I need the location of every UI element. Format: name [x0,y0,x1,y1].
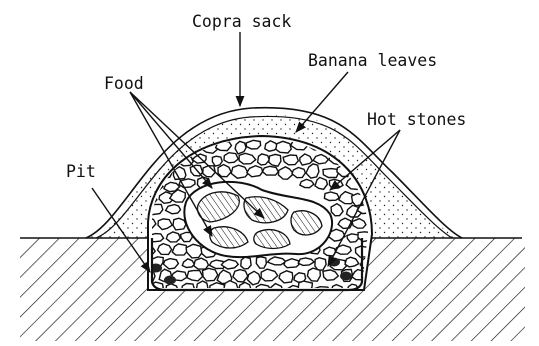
stone [300,179,314,187]
stone [315,258,326,270]
stone [276,141,291,153]
stone [347,234,359,242]
stone [324,192,339,201]
stone [173,218,186,230]
stone [323,169,338,178]
stone [315,177,327,189]
stone [263,166,279,175]
stone [256,257,266,268]
stone [235,141,246,154]
stone [241,257,251,269]
stone [144,142,156,151]
stone [212,156,222,166]
dark-stone [340,272,352,281]
label-food: Food [104,74,144,93]
stone [187,271,203,281]
stone [269,154,281,166]
stone [203,268,218,281]
label-hot-stones: Hot stones [367,110,466,129]
stone [246,140,260,149]
label-copra-sack: Copra sack [192,12,291,31]
dark-stone [164,276,176,285]
stone [224,153,238,163]
stone [283,155,298,165]
label-banana-leaves: Banana leaves [308,51,437,70]
label-pit: Pit [66,162,96,181]
stone [307,268,320,281]
stone [166,205,181,214]
stone [292,168,305,178]
stone [158,244,172,255]
